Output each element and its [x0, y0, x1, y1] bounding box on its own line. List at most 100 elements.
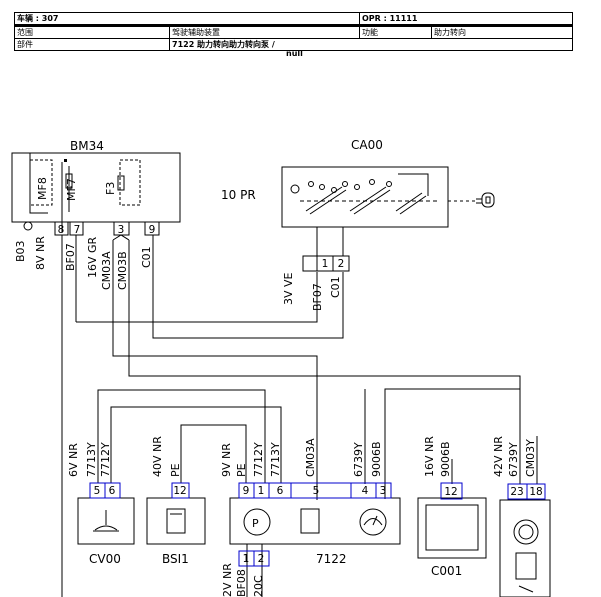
wire-c01 [152, 235, 344, 339]
ca00-contact-2 [319, 184, 325, 190]
c7122-wire-pe-label: PE [235, 463, 248, 477]
c7122-wire-bf08-label: BF08 [235, 569, 248, 597]
right-wire-42vnr-label: 42V NR [492, 436, 505, 477]
right-pin-23-label: 23 [510, 486, 523, 498]
part-value: 7122 助力转向助力转向泵 / [169, 38, 573, 51]
wire-7712y [110, 406, 282, 483]
ca00-pin-1-label: 1 [322, 258, 329, 270]
bm34-pin-7-label: 7 [74, 224, 81, 236]
ca00-wire-c01-label: C01 [329, 276, 342, 298]
right-module-wheel-icon [513, 519, 539, 545]
bsi1-pin-12-label: 12 [173, 485, 186, 497]
c7122-chip-icon [300, 508, 320, 534]
bm34-label: BM34 [70, 139, 104, 153]
c7122-pin-4-label: 4 [362, 485, 369, 497]
right-pin-18-label: 18 [529, 486, 542, 498]
key-hole [485, 196, 491, 204]
c7122-gauge-needle [372, 515, 378, 526]
c7122-pin-1-label: 1 [258, 485, 265, 497]
ca00-pin-2-label: 2 [338, 258, 345, 270]
wire-b03-label: B03 [14, 240, 27, 262]
bm34-pin-3-label: 3 [118, 224, 125, 236]
ca00-lever-1b [309, 189, 347, 215]
b03-terminal [23, 221, 33, 231]
c7122-pin-5 [290, 482, 352, 499]
c7122-pin-3-label: 3 [380, 485, 387, 497]
cv00-pin-5-label: 5 [94, 485, 101, 497]
c7122-low-pin-1-label: 1 [243, 553, 250, 565]
c7122-gauge-icon [359, 508, 387, 536]
cv00-wire-7712y-label: 7712Y [99, 442, 112, 477]
cv00-pin-6-label: 6 [109, 485, 116, 497]
ca00-module-box [281, 166, 449, 228]
wire-bf07-route [76, 272, 318, 323]
c001-pin-12 [440, 482, 463, 500]
fuse-mf7 [65, 173, 73, 189]
wire-8vnr-label: 8V NR [34, 236, 47, 270]
c001-box-inner [425, 504, 479, 551]
right-pin-18 [526, 483, 546, 500]
cv00-wire-7713y-label: 7713Y [85, 442, 98, 477]
wire-c01-label: C01 [140, 246, 153, 268]
c7122-pin-5-label: 5 [313, 485, 320, 497]
wire-cm03b [128, 240, 521, 484]
bsi1-wire-pe-label: PE [169, 463, 182, 477]
ca00-pin-2 [332, 255, 350, 272]
ca00-lever-1 [305, 186, 343, 212]
bm34-pin-9 [144, 221, 160, 236]
bm34-pin3-split [112, 234, 130, 241]
fuse-mf8-label: MF8 [36, 177, 49, 200]
wire-cm03b-label: CM03B [116, 251, 129, 290]
cv00-pin-6 [104, 482, 121, 499]
null-text: null [286, 49, 303, 58]
wire-bf07-label: BF07 [64, 243, 77, 271]
wire-16vgr-label: 16V GR [86, 236, 99, 278]
c7122-pin-6-label: 6 [277, 485, 284, 497]
c001-pin-12-label: 12 [444, 486, 457, 498]
pump-icon-glyph: P [252, 517, 259, 530]
ca00-note: 10 PR [221, 188, 256, 202]
c7122-gauge-arc [363, 518, 383, 526]
bm34-junction-dot [64, 159, 67, 162]
bm34-pin-8-label: 8 [58, 224, 65, 236]
right-wire-cm03y-label: CM03Y [524, 439, 537, 477]
c7122-pump-icon [243, 508, 271, 536]
ca00-rail [398, 173, 429, 196]
wire-7713y [97, 389, 266, 483]
ca00-contact-6 [369, 179, 375, 185]
c7122-wire-2vnr-label: 2V NR [221, 563, 234, 597]
c7122-wire-7713y-label: 7713Y [269, 442, 282, 477]
ca00-lever-3 [395, 192, 423, 212]
wire-9006b [384, 388, 521, 499]
bm34-module-box [11, 152, 181, 223]
fuse-mf7-label: MF7 [65, 178, 78, 201]
cv00-label: CV00 [89, 552, 121, 566]
ca00-conn-shell [302, 255, 318, 272]
c7122-low-pin-2 [253, 550, 270, 567]
right-module-wheel-inner [518, 524, 534, 540]
right-module-chip-icon [515, 552, 537, 580]
right-wire-6739y-label: 6739Y [507, 442, 520, 477]
bm34-fuse-block-right [119, 159, 141, 206]
bsi1-wire-40vnr-label: 40V NR [151, 436, 164, 477]
ca00-lever-2 [349, 186, 387, 212]
ca00-wire-bf07-label: BF07 [311, 283, 324, 311]
ca00-contact-7 [386, 181, 392, 187]
c001-wire-9006b-label: 9006B [439, 441, 452, 477]
c7122-low-pin-2-label: 2 [258, 553, 265, 565]
key-head-icon [481, 192, 495, 208]
right-module-diag [518, 585, 534, 593]
cv00-wire-6vnr-label: 6V NR [67, 443, 80, 477]
bsi1-box [146, 497, 206, 545]
ca00-label: CA00 [351, 138, 383, 152]
ca00-wire-3vve-label: 3V VE [282, 272, 295, 305]
ca00-lever-2b [353, 189, 391, 215]
bsi1-label: BSI1 [162, 552, 189, 566]
ca00-contact-5 [354, 184, 360, 190]
c7122-pin-3 [375, 482, 392, 499]
ca00-contact-1 [308, 181, 314, 187]
bm34-pin-9-label: 9 [149, 224, 156, 236]
c001-label: C001 [431, 564, 462, 578]
wire-cm03a-label: CM03A [100, 251, 113, 290]
header-table: 车辆 : 307 OPR : 11111 范围 驾驶辅助装置 功能 助力转向 部… [14, 12, 573, 51]
